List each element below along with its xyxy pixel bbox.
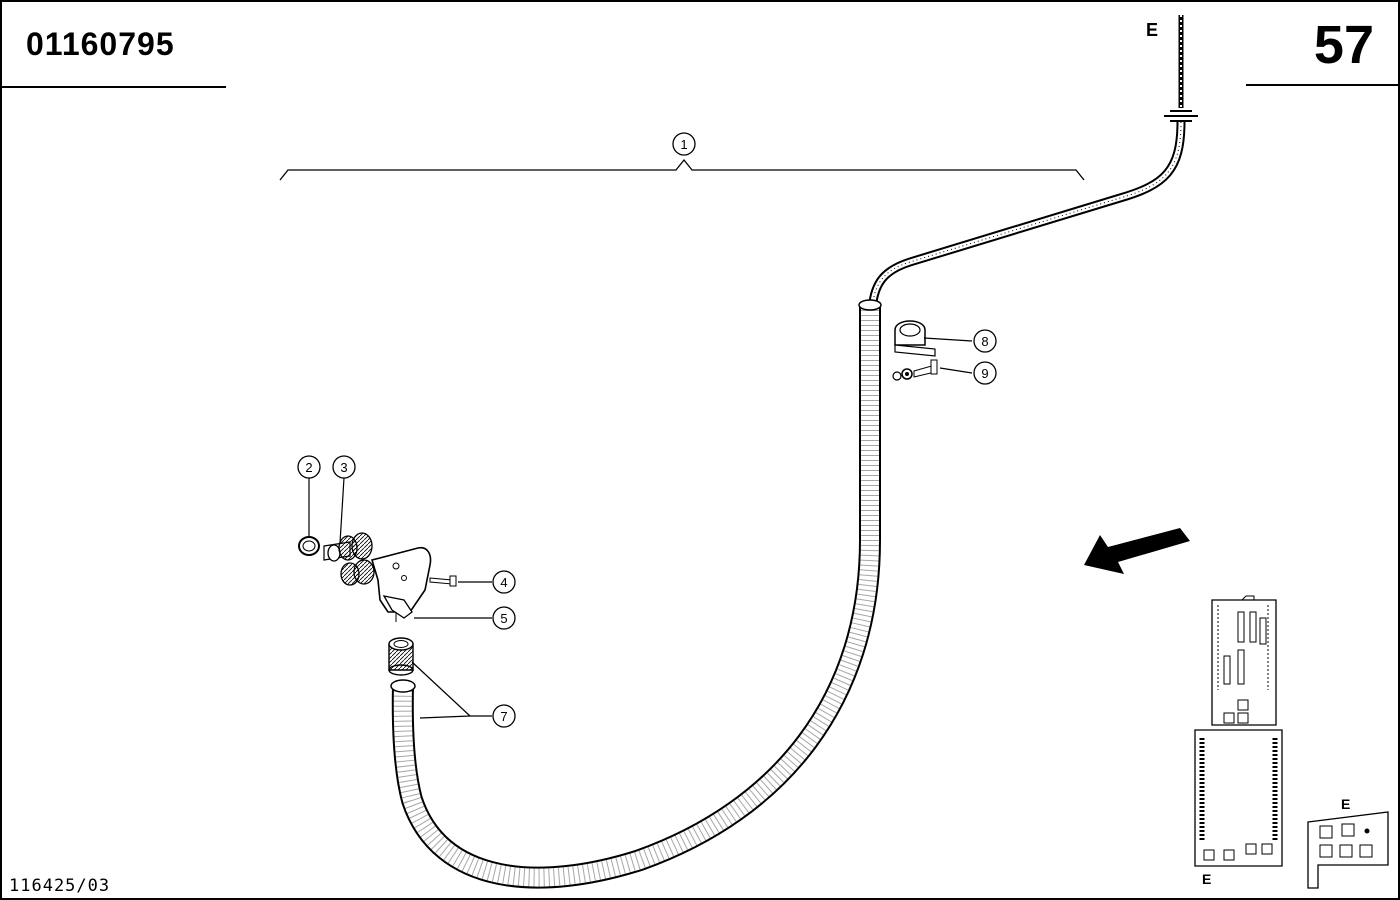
callout-7-label: 7 bbox=[500, 709, 507, 724]
callout-markers: 1 2 3 4 5 7 8 9 bbox=[297, 132, 997, 728]
view-marker-top: E bbox=[1146, 20, 1159, 40]
callout-9: 9 bbox=[973, 361, 997, 385]
callout-3: 3 bbox=[332, 455, 356, 479]
corrugated-hose bbox=[390, 299, 882, 889]
header-rule-right bbox=[1246, 84, 1398, 86]
callout-1: 1 bbox=[672, 132, 696, 156]
screw-set bbox=[892, 359, 938, 381]
callout-8-label: 8 bbox=[981, 334, 988, 349]
seal-ring bbox=[298, 536, 320, 556]
callout-1-label: 1 bbox=[680, 137, 687, 152]
clamp-part bbox=[894, 320, 936, 357]
callout-5-label: 5 bbox=[500, 611, 507, 626]
callout-5: 5 bbox=[492, 606, 516, 630]
assembly-bracket bbox=[279, 158, 1085, 181]
callout-3-label: 3 bbox=[340, 460, 347, 475]
callout-2-label: 2 bbox=[305, 460, 312, 475]
header-rule-left bbox=[2, 86, 226, 88]
cable-top bbox=[868, 15, 1198, 303]
callout-7: 7 bbox=[492, 704, 516, 728]
drawing-reference: 116425/03 bbox=[9, 876, 111, 896]
callout-8: 8 bbox=[973, 329, 997, 353]
callout-4-label: 4 bbox=[500, 575, 507, 590]
callout-4: 4 bbox=[492, 570, 516, 594]
view-marker-locator-main: E bbox=[1202, 871, 1212, 887]
valve-assembly bbox=[323, 532, 432, 622]
callout-9-label: 9 bbox=[981, 366, 988, 381]
direction-arrow-icon bbox=[1084, 528, 1190, 574]
locator-schematic bbox=[1194, 595, 1389, 889]
page-number: 57 bbox=[1313, 15, 1374, 75]
hose-coupling bbox=[388, 637, 414, 676]
callout-2: 2 bbox=[297, 455, 321, 479]
doc-number: 01160795 bbox=[26, 26, 175, 62]
view-marker-locator-detail: E bbox=[1341, 796, 1351, 812]
bolt-part bbox=[429, 575, 457, 587]
leader-lines bbox=[308, 337, 973, 719]
